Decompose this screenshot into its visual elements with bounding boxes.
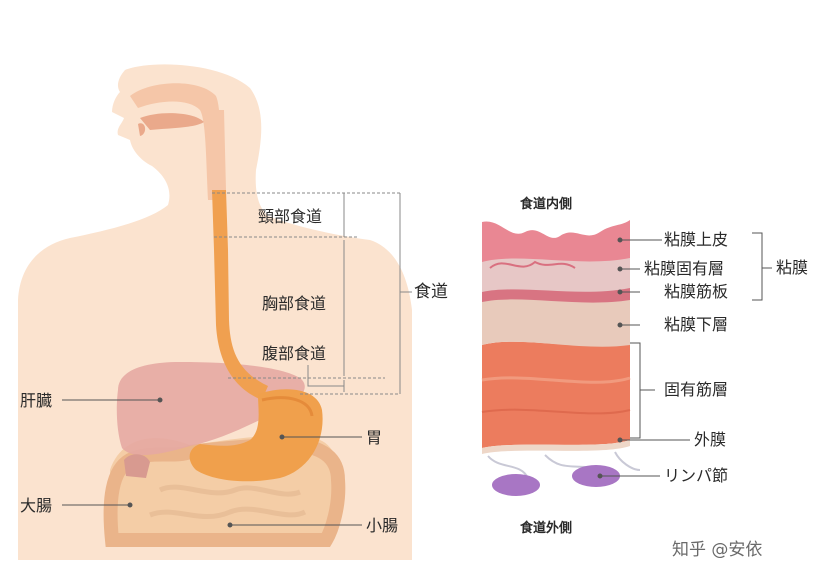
wall-leader-lines xyxy=(597,232,772,479)
oral-cavity xyxy=(130,83,220,200)
esophageal-wall-section xyxy=(481,220,641,496)
watermark-text: 知乎 @安依 xyxy=(672,540,763,560)
submucosa-label: 粘膜下層 xyxy=(664,315,729,334)
adventitia-label: 外膜 xyxy=(694,430,727,449)
stomach xyxy=(189,389,323,482)
inner-side-label: 食道内側 xyxy=(520,197,573,212)
lamina-propria-label: 粘膜固有層 xyxy=(644,259,725,278)
small-intestine-label: 小腸 xyxy=(366,516,399,535)
organ-leader-lines xyxy=(62,397,362,528)
esophagus-brackets xyxy=(212,192,412,395)
lymph-node-label: リンパ節 xyxy=(664,466,729,485)
cervical-esophagus-label: 頸部食道 xyxy=(258,207,323,226)
epithelium-label: 粘膜上皮 xyxy=(664,230,729,249)
abdominal-esophagus-label: 腹部食道 xyxy=(262,344,327,363)
mucosa-group-label: 粘膜 xyxy=(776,258,809,277)
liver-label: 肝臓 xyxy=(20,391,53,410)
esophagus xyxy=(210,110,268,400)
large-intestine-label: 大腸 xyxy=(20,496,53,515)
outer-side-label: 食道外側 xyxy=(520,521,573,536)
stomach-label: 胃 xyxy=(366,428,383,447)
esophagus-label: 食道 xyxy=(414,282,448,302)
thoracic-esophagus-label: 胸部食道 xyxy=(262,294,327,313)
muscularis-mucosae-label: 粘膜筋板 xyxy=(664,282,729,301)
muscularis-propria-label: 固有筋層 xyxy=(664,380,729,399)
